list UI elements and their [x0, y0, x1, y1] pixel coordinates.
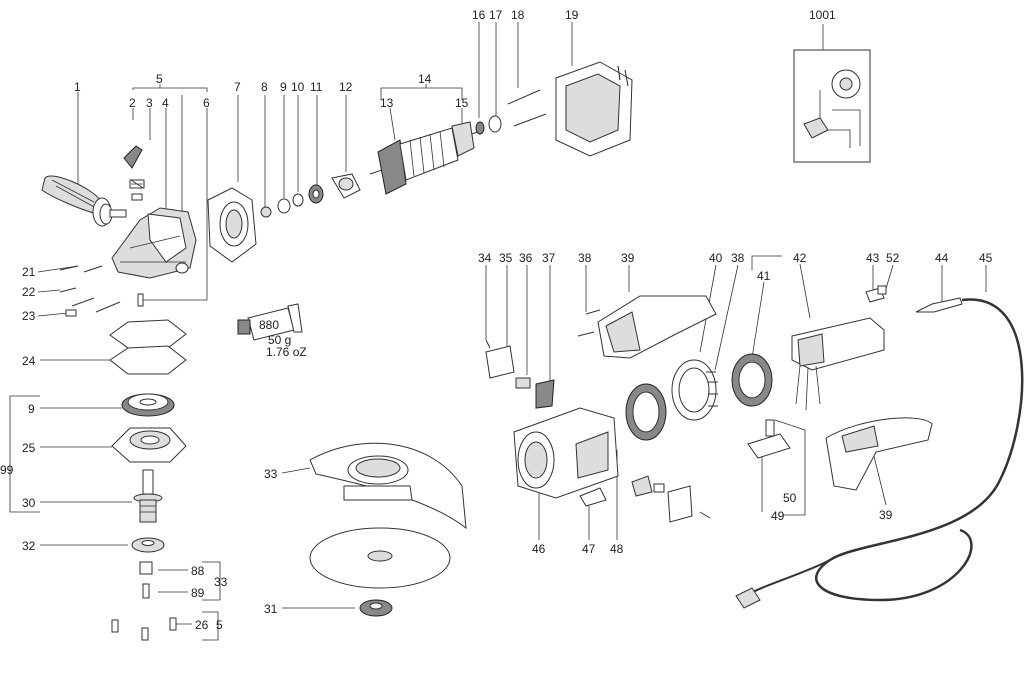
callout-4: 4 [162, 96, 169, 110]
callout-3: 3 [146, 96, 153, 110]
leader-lines [9, 22, 987, 641]
grease-code: 880 [259, 318, 279, 332]
callout-16: 16 [472, 8, 486, 22]
bevel-gear [121, 393, 175, 417]
callout-39-lower: 39 [879, 508, 893, 522]
motor-rings [671, 353, 773, 421]
callout-99: 99 [0, 463, 14, 477]
callout-labels: 1 2 3 4 5 6 7 8 9 10 11 12 13 14 15 16 1… [0, 8, 993, 632]
support-flange [131, 537, 165, 553]
brush-holder-group [631, 475, 711, 523]
callout-26: 26 [195, 618, 209, 632]
callout-5-kit: 5 [216, 618, 223, 632]
callout-19: 19 [565, 8, 579, 22]
callout-18: 18 [511, 8, 525, 22]
bearing-plate [207, 187, 257, 263]
callout-1: 1 [74, 80, 81, 94]
callout-24: 24 [22, 354, 36, 368]
callout-36: 36 [519, 251, 533, 265]
grinding-disc [309, 527, 451, 589]
callout-47: 47 [582, 542, 596, 556]
housing-screws [59, 265, 121, 317]
handle-upper-shell [577, 295, 717, 359]
gear-housing [111, 207, 197, 279]
callout-48: 48 [610, 542, 624, 556]
callout-12: 12 [339, 80, 353, 94]
spindle [133, 469, 163, 523]
callout-9-lower: 9 [28, 402, 35, 416]
part-6-pin [137, 293, 144, 307]
side-handle [41, 175, 127, 227]
screws-26 [111, 617, 177, 641]
callout-44: 44 [935, 251, 949, 265]
spindle-lock-parts [123, 145, 145, 201]
wheel-guard [309, 442, 467, 530]
callout-32: 32 [22, 539, 36, 553]
clamping-nut [359, 599, 393, 617]
callout-13: 13 [380, 96, 394, 110]
armature-bearing-parts [260, 173, 361, 218]
callout-23: 23 [22, 309, 36, 323]
callout-30: 30 [22, 496, 36, 510]
callout-25: 25 [22, 441, 36, 455]
armature [369, 121, 483, 195]
callout-5: 5 [156, 72, 163, 86]
callout-6: 6 [203, 96, 210, 110]
gaskets [109, 319, 187, 375]
callout-37: 37 [542, 251, 556, 265]
bearing-flange [111, 427, 187, 463]
switch-electronics [791, 317, 885, 411]
handle-lower-shell [825, 417, 933, 491]
callout-39: 39 [621, 251, 635, 265]
power-cable [735, 297, 1024, 609]
grease-tube: 880 50 g 1.76 oZ [237, 303, 307, 359]
callout-10: 10 [291, 80, 305, 94]
callout-21: 21 [22, 265, 36, 279]
wiring-schematic [793, 49, 871, 163]
callout-2: 2 [129, 96, 136, 110]
callout-11: 11 [310, 80, 323, 94]
callout-8: 8 [261, 80, 268, 94]
grease-weight-g: 50 g [268, 333, 291, 347]
cable-clamp [865, 285, 887, 303]
callout-52: 52 [886, 251, 900, 265]
callout-9: 9 [280, 80, 287, 94]
callout-41: 41 [757, 269, 771, 283]
callout-40: 40 [709, 251, 723, 265]
callout-35: 35 [499, 251, 513, 265]
callout-7: 7 [234, 80, 241, 94]
parts-47-48 [579, 383, 667, 507]
callout-38: 38 [578, 251, 592, 265]
field-coil [555, 61, 633, 157]
callout-88: 88 [191, 564, 205, 578]
callout-33-kit: 33 [214, 575, 228, 589]
switch-slider [747, 419, 791, 459]
callout-15: 15 [455, 96, 469, 110]
callout-22: 22 [22, 285, 36, 299]
parts-88-89 [139, 561, 153, 599]
callout-50: 50 [783, 491, 797, 505]
callout-89: 89 [191, 586, 205, 600]
callout-46: 46 [532, 542, 546, 556]
grease-weight-oz: 1.76 oZ [266, 345, 307, 359]
callout-14: 14 [418, 72, 432, 86]
callout-43: 43 [866, 251, 880, 265]
brush-parts [485, 339, 555, 409]
callout-38-right: 38 [731, 251, 745, 265]
parts-16-18 [475, 89, 547, 135]
callout-17: 17 [489, 8, 503, 22]
callout-42: 42 [793, 251, 807, 265]
callout-33: 33 [264, 467, 278, 481]
callout-34: 34 [478, 251, 492, 265]
callout-49: 49 [771, 509, 785, 523]
callout-45: 45 [979, 251, 993, 265]
callout-31: 31 [264, 602, 278, 616]
motor-housing [513, 407, 619, 499]
callout-1001: 1001 [809, 8, 836, 22]
